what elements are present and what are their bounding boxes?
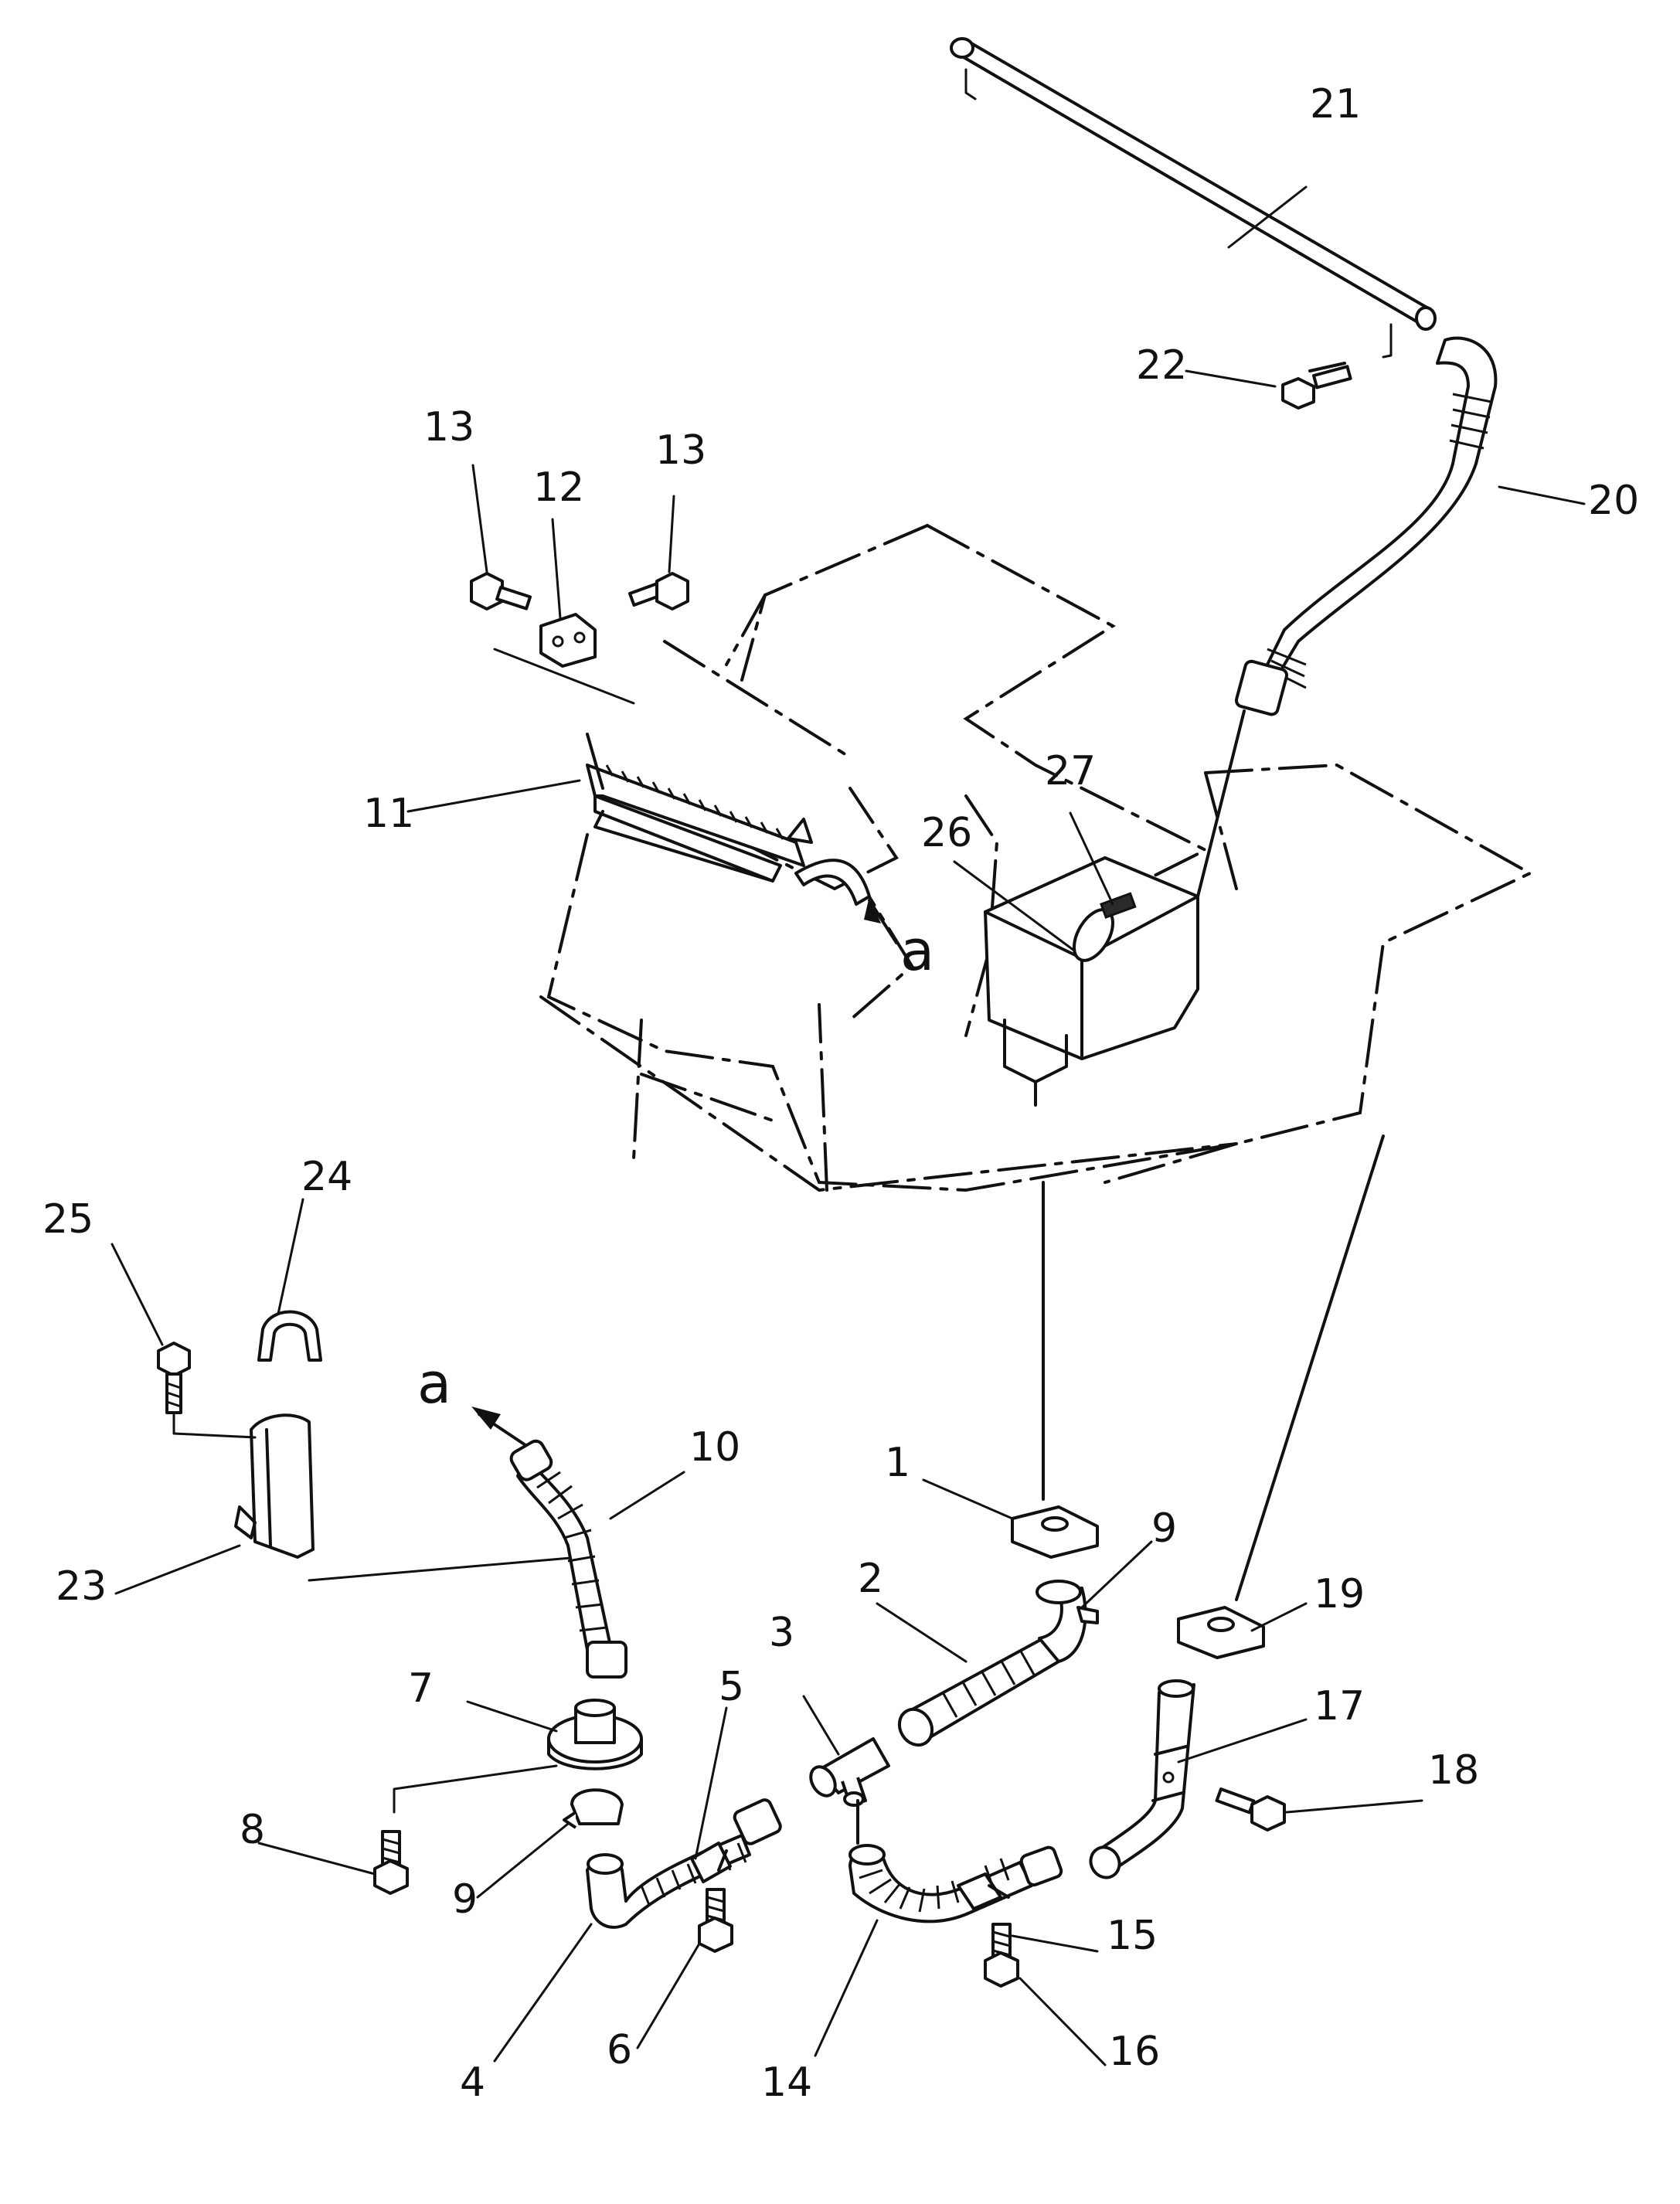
clamp-part-9-lower	[563, 1788, 624, 1829]
ref-label-a-top: a	[900, 918, 934, 983]
callout-26: 26	[921, 810, 972, 856]
callout-24: 24	[301, 1154, 352, 1200]
callout-1: 1	[885, 1440, 910, 1486]
bar-part-21	[950, 37, 1437, 359]
callout-5: 5	[719, 1664, 744, 1710]
hose-part-2	[897, 1580, 1099, 1747]
reference-arrow-a-bottom: a	[417, 1351, 527, 1447]
callout-labels: 21 22 20 13 12 13 11 27 26 24 25 23 10 1…	[43, 81, 1639, 2106]
callout-10: 10	[689, 1424, 740, 1471]
callout-2: 2	[858, 1556, 883, 1602]
callout-13-right: 13	[655, 427, 706, 474]
hose-part-10	[509, 1439, 627, 1679]
callout-16: 16	[1109, 2029, 1160, 2075]
cover-part-23	[172, 1413, 581, 1582]
bolt-part-18	[1215, 1787, 1286, 1832]
duct-part-11	[586, 733, 871, 906]
reference-arrow-a-top: a	[864, 896, 934, 983]
callout-12: 12	[533, 464, 584, 511]
callout-22: 22	[1136, 342, 1187, 389]
floor-phantom-outline	[539, 524, 1534, 1192]
bolt-part-16	[984, 1923, 1019, 1988]
heater-box-part-26	[984, 856, 1199, 1107]
bolt-part-25	[157, 1342, 191, 1414]
hose-end-part-14	[1019, 1845, 1063, 1887]
hose-part-14	[849, 1799, 1033, 1923]
clamp-part-15	[957, 1872, 1010, 1910]
leader-lines	[111, 185, 1586, 2066]
callout-9-lower: 9	[452, 1876, 478, 1923]
callout-7: 7	[408, 1665, 434, 1712]
callout-14: 14	[761, 2059, 812, 2106]
hose-end-part-4	[733, 1798, 782, 1845]
callout-27: 27	[1045, 748, 1096, 794]
callout-15: 15	[1107, 1913, 1158, 1959]
clip-part-24	[257, 1310, 322, 1362]
callout-19: 19	[1314, 1571, 1365, 1617]
bolt-part-6	[698, 1888, 733, 1953]
callout-4: 4	[460, 2059, 485, 2106]
ref-label-a-bottom: a	[417, 1351, 451, 1416]
bolt-part-13-right	[627, 572, 689, 611]
callout-23: 23	[56, 1563, 107, 1610]
callout-8: 8	[240, 1807, 265, 1853]
bolt-part-13-left	[470, 572, 532, 611]
callout-13-left: 13	[423, 404, 474, 451]
callout-20: 20	[1588, 478, 1639, 524]
bolt-part-8	[373, 1830, 409, 1895]
hose-part-20	[1196, 336, 1498, 898]
callout-17: 17	[1314, 1683, 1365, 1730]
clamp-part-5	[690, 1842, 732, 1883]
bracket-part-12	[493, 613, 635, 705]
callout-3: 3	[769, 1610, 794, 1656]
callout-21: 21	[1310, 81, 1361, 128]
bolt-part-22	[1281, 362, 1352, 410]
callout-6: 6	[607, 2027, 632, 2073]
pad-part-1	[1011, 1181, 1099, 1559]
callout-11: 11	[363, 791, 414, 837]
pad-part-19	[1177, 1134, 1385, 1659]
callout-9-upper: 9	[1151, 1505, 1177, 1552]
tee-part-3	[809, 1737, 890, 1807]
callout-25: 25	[43, 1196, 94, 1243]
callout-18: 18	[1428, 1747, 1479, 1794]
flange-part-7	[393, 1699, 643, 1814]
pipe-part-17	[1089, 1679, 1195, 1879]
